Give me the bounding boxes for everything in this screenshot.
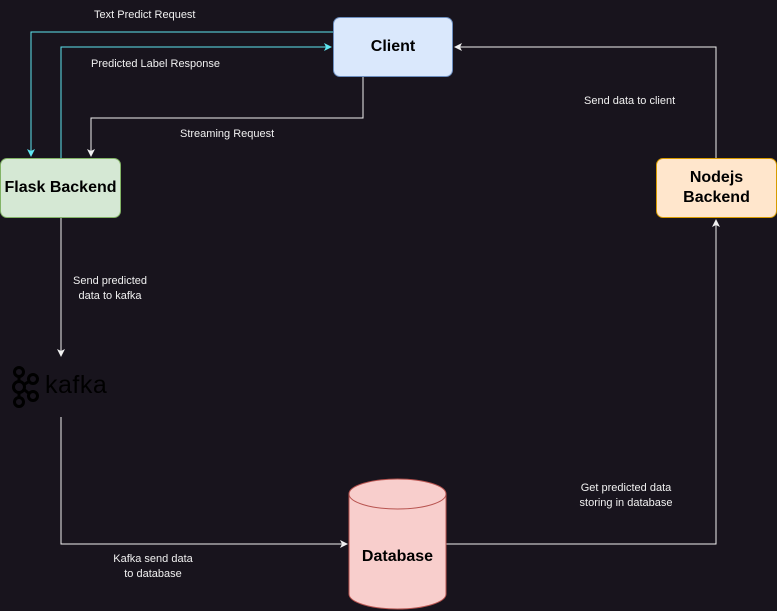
edge-label-text-predict-request: Text Predict Request xyxy=(94,9,196,21)
edge-nodejs-to-client xyxy=(454,43,717,158)
database-node-label: Database xyxy=(361,548,434,565)
edge-label-send-predicted-kafka: Send predicted data to kafka xyxy=(66,274,154,304)
nodejs-backend-node-label: Nodejs Backend xyxy=(683,169,750,206)
kafka-logo-icon xyxy=(12,366,39,408)
edge-label-line: Kafka send data xyxy=(113,553,193,565)
flask-backend-node-label: Flask Backend xyxy=(4,179,117,196)
edge-label-predicted-label-response: Predicted Label Response xyxy=(91,58,221,70)
edge-kafka-to-database xyxy=(60,417,348,548)
edge-label-line: to database xyxy=(124,568,182,580)
edge-label-line: data to kafka xyxy=(78,290,142,302)
nodejs-backend-node: Nodejs Backend xyxy=(656,158,777,218)
edge-label-line: Get predicted data xyxy=(580,482,672,494)
database-cylinder xyxy=(348,478,447,610)
client-node-label: Client xyxy=(370,38,416,55)
edge-label-send-to-client: Send data to client xyxy=(584,95,676,107)
kafka-logo-wordmark: kafka xyxy=(45,371,108,399)
edge-label-get-predicted: Get predicted data storing in database xyxy=(570,481,682,511)
edge-database-to-nodejs xyxy=(446,219,720,545)
client-node: Client xyxy=(333,17,453,77)
edge-label-streaming-request: Streaming Request xyxy=(180,128,275,140)
edge-predicted-label-response xyxy=(60,43,332,158)
edge-label-line: storing in database xyxy=(579,497,673,509)
edge-label-kafka-to-database: Kafka send data to database xyxy=(104,552,202,582)
edge-text-predict-request xyxy=(27,31,333,157)
flask-backend-node: Flask Backend xyxy=(0,158,121,218)
edge-streaming-request xyxy=(87,77,364,157)
edge-label-line: Send predicted xyxy=(73,275,147,287)
